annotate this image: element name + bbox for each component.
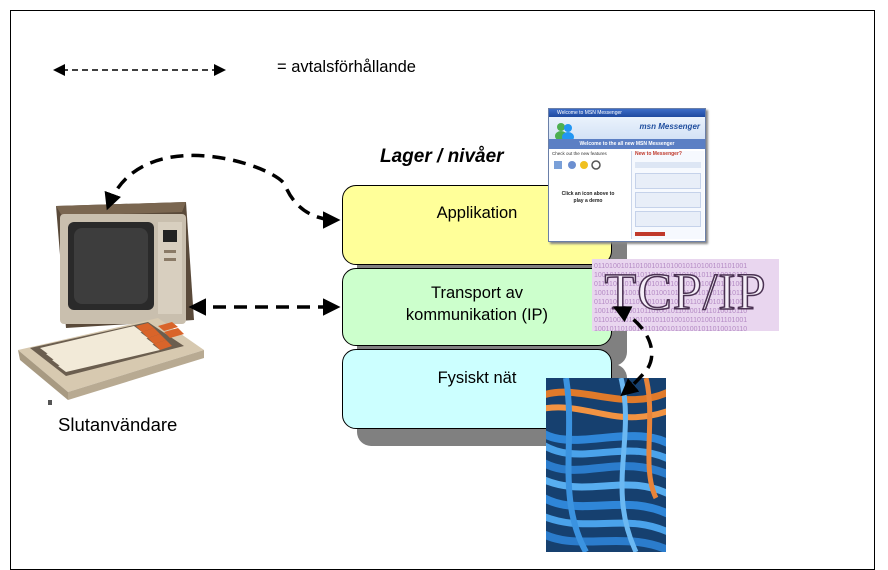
messenger-feature-icons [554,160,601,170]
legend-text: = avtalsförhållande [277,58,416,76]
messenger-click-text: Click an icon above to play a demo [561,191,615,204]
layer-transport-label-line2: kommunikation (IP) [405,306,549,324]
cables-illustration [546,378,666,552]
end-user-label: Slutanvändare [58,414,178,435]
svg-text:100101101001011010010110100101: 1001011010010110100101101001011010010110 [594,308,747,315]
svg-text:100101101001011010010110100101: 1001011010010110100101101001011010010110 [594,290,747,297]
arrow-computer-application [104,153,341,229]
messenger-heading: Check out the new features [552,151,607,156]
computer-terminal-icon [18,202,204,405]
svg-text:011010010110100101101001011010: 0110100101101001011010010110100101101001 [594,281,747,288]
layer-physical-label: Fysiskt nät [437,369,517,387]
layer-transport-label-line1: Transport av [430,284,523,302]
arrow-tcpip-cables [612,306,654,397]
layer-transport: Transport av kommunikation (IP) [342,268,612,346]
messenger-screenshot: Welcome to MSN Messenger msn Messenger W… [548,108,706,242]
messenger-buddy-icon [555,123,574,142]
arrows-overlay [104,153,654,397]
svg-text:011010010110100101101001011010: 0110100101101001011010010110100101101001 [594,263,747,270]
legend-arrow-icon [53,64,226,76]
messenger-side-title: New to Messenger? [635,151,682,157]
svg-text:011010010110100101101001011010: 0110100101101001011010010110100101101001 [594,299,747,306]
svg-text:100101101001011010010110100101: 1001011010010110100101101001011010010110 [594,272,747,279]
svg-text:100101101001011010010110100101: 1001011010010110100101101001011010010110 [594,326,747,331]
cables-photo [546,378,666,552]
svg-text:011010010110100101101001011010: 0110100101101001011010010110100101101001 [594,317,747,324]
messenger-titlebar: Welcome to MSN Messenger [549,109,705,117]
diagram: = avtalsförhållande Lager / nivåer Appli… [10,10,875,570]
layers-title: Lager / nivåer [380,146,504,167]
layer-application-label: Applikation [436,204,518,222]
binary-pattern: 0110100101101001011010010110100101101001… [594,263,747,331]
messenger-logo: msn Messenger [639,122,700,131]
messenger-banner: Welcome to the all new MSN Messenger [549,139,705,149]
